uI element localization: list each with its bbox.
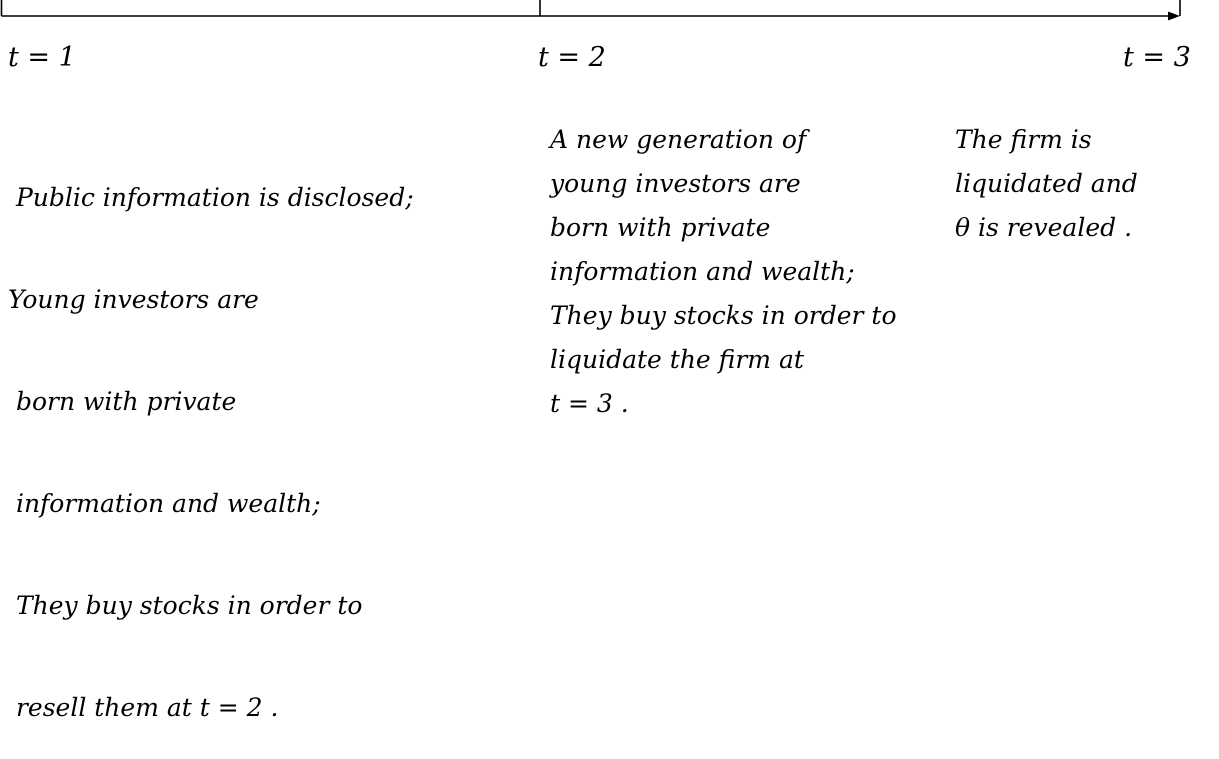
period-2-line: They buy stocks in order to [550,301,897,330]
timeline [0,0,1181,21]
period-1-line: resell them at t = 2 . [8,693,279,722]
period-2-line: liquidate the firm at [550,345,804,374]
period-1-description: Public information is disclosed; Young i… [8,118,414,759]
tick-label-t3: t = 3 [1123,42,1191,73]
period-1-line: Public information is disclosed; [8,183,414,212]
period-2-line: information and wealth; [550,257,855,286]
period-1-line: They buy stocks in order to [8,591,363,620]
tick-label-t1: t = 1 [8,42,76,73]
period-3-line: θ is revealed . [955,213,1133,242]
period-1-line: information and wealth; [8,489,321,518]
period-2-line: born with private [550,213,771,242]
period-2-line: A new generation of [550,125,807,154]
period-3-line: The firm is [955,125,1092,154]
period-2-description: A new generation of young investors are … [550,118,897,426]
period-2-line: t = 3 . [550,389,629,418]
period-1-line: born with private [8,387,237,416]
tick-label-t2: t = 2 [538,42,606,73]
period-3-description: The firm is liquidated and θ is revealed… [955,118,1138,250]
period-1-line: Young investors are [8,285,259,314]
period-2-line: young investors are [550,169,801,198]
timeline-arrowhead [1168,11,1180,21]
period-3-line: liquidated and [955,169,1138,198]
